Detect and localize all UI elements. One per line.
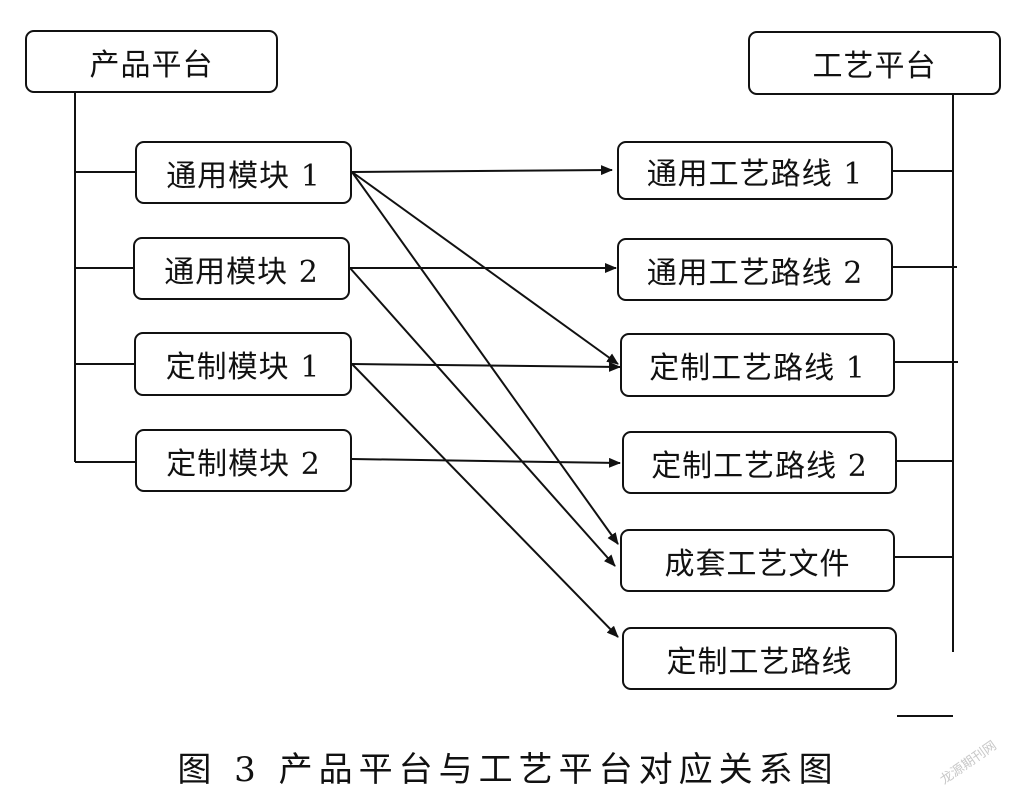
route-label: 定制工艺路线 1 bbox=[649, 351, 866, 386]
right-tree-lines bbox=[893, 95, 958, 717]
arrow-m4-r4 bbox=[351, 457, 621, 468]
module-label: 定制模块 1 bbox=[165, 350, 321, 385]
route-box: 通用工艺路线 1 bbox=[617, 141, 893, 200]
route-box: 定制工艺路线 1 bbox=[620, 333, 895, 397]
arrow-m3-r6 bbox=[351, 363, 619, 638]
route-label: 定制工艺路线 bbox=[666, 644, 853, 680]
route-box: 定制工艺路线 2 bbox=[622, 431, 897, 494]
route-box: 成套工艺文件 bbox=[620, 529, 895, 592]
process-platform-label: 工艺平台 bbox=[812, 49, 937, 84]
module-label: 定制模块 2 bbox=[166, 446, 321, 482]
module-box: 定制模块 2 bbox=[135, 429, 352, 492]
process-platform-box: 工艺平台 bbox=[748, 31, 1001, 95]
figure-caption: 图 3 产品平台与工艺平台对应关系图 bbox=[177, 750, 839, 790]
arrow-m1-r5 bbox=[351, 171, 619, 545]
module-box: 定制模块 1 bbox=[134, 332, 352, 396]
route-label: 定制工艺路线 2 bbox=[651, 448, 868, 484]
arrow-m3-r3 bbox=[351, 361, 621, 372]
module-box: 通用模块 2 bbox=[133, 237, 350, 300]
module-label: 通用模块 2 bbox=[164, 254, 319, 290]
route-label: 通用工艺路线 1 bbox=[646, 156, 864, 192]
arrow-m1-r1 bbox=[351, 165, 613, 176]
route-box: 定制工艺路线 bbox=[622, 627, 897, 690]
product-platform-box: 产品平台 bbox=[25, 30, 278, 93]
route-label: 通用工艺路线 2 bbox=[646, 255, 864, 291]
route-box: 通用工艺路线 2 bbox=[617, 238, 893, 301]
left-tree-lines bbox=[74, 93, 135, 463]
module-label: 通用模块 1 bbox=[166, 158, 321, 194]
arrows bbox=[349, 165, 621, 638]
product-platform-label: 产品平台 bbox=[89, 47, 214, 83]
route-label: 成套工艺文件 bbox=[664, 546, 851, 582]
arrow-m2-r5 bbox=[349, 267, 616, 567]
module-box: 通用模块 1 bbox=[135, 141, 352, 204]
